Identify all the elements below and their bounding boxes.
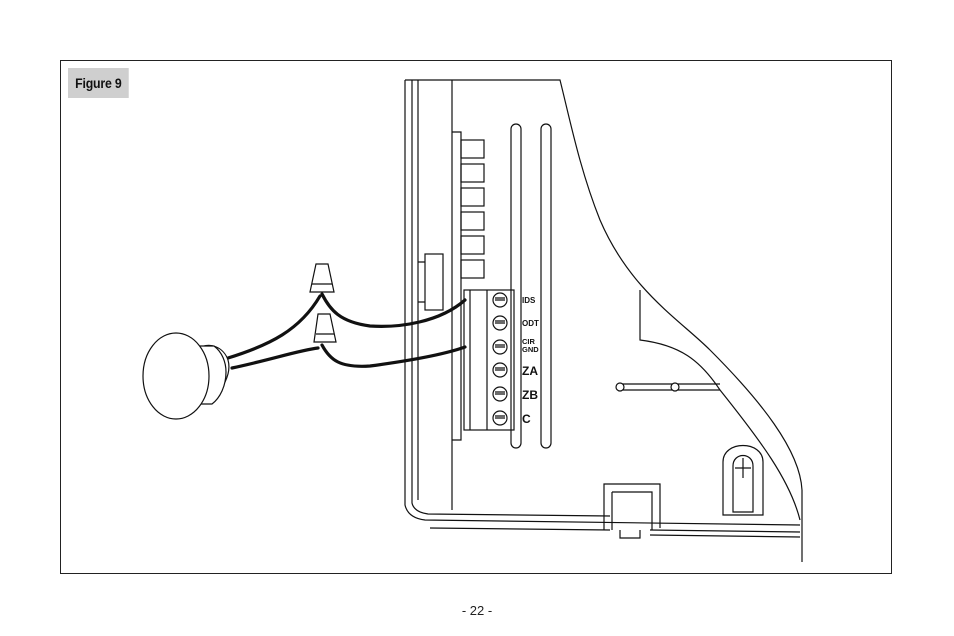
page-number: - 22 - bbox=[0, 603, 954, 618]
figure-label: Figure 9 bbox=[68, 68, 129, 98]
terminal-label-ids: IDS bbox=[522, 296, 536, 305]
wire-nut-lower bbox=[314, 314, 336, 342]
terminal-block bbox=[464, 290, 514, 430]
terminal-label-za: ZA bbox=[522, 364, 538, 378]
terminal-label-zb: ZB bbox=[522, 388, 538, 402]
terminal-label-cir-gnd: CIR GND bbox=[522, 337, 539, 354]
sensor-wires bbox=[228, 294, 465, 368]
wire-nut-upper bbox=[310, 264, 334, 292]
terminal-label-c: C bbox=[522, 412, 531, 426]
terminal-label-odt: ODT bbox=[522, 319, 539, 328]
remote-sensor bbox=[143, 333, 229, 419]
terminal-labels: IDS ODT CIR GND ZA ZB C bbox=[522, 296, 539, 426]
terminal-screws bbox=[493, 293, 507, 425]
